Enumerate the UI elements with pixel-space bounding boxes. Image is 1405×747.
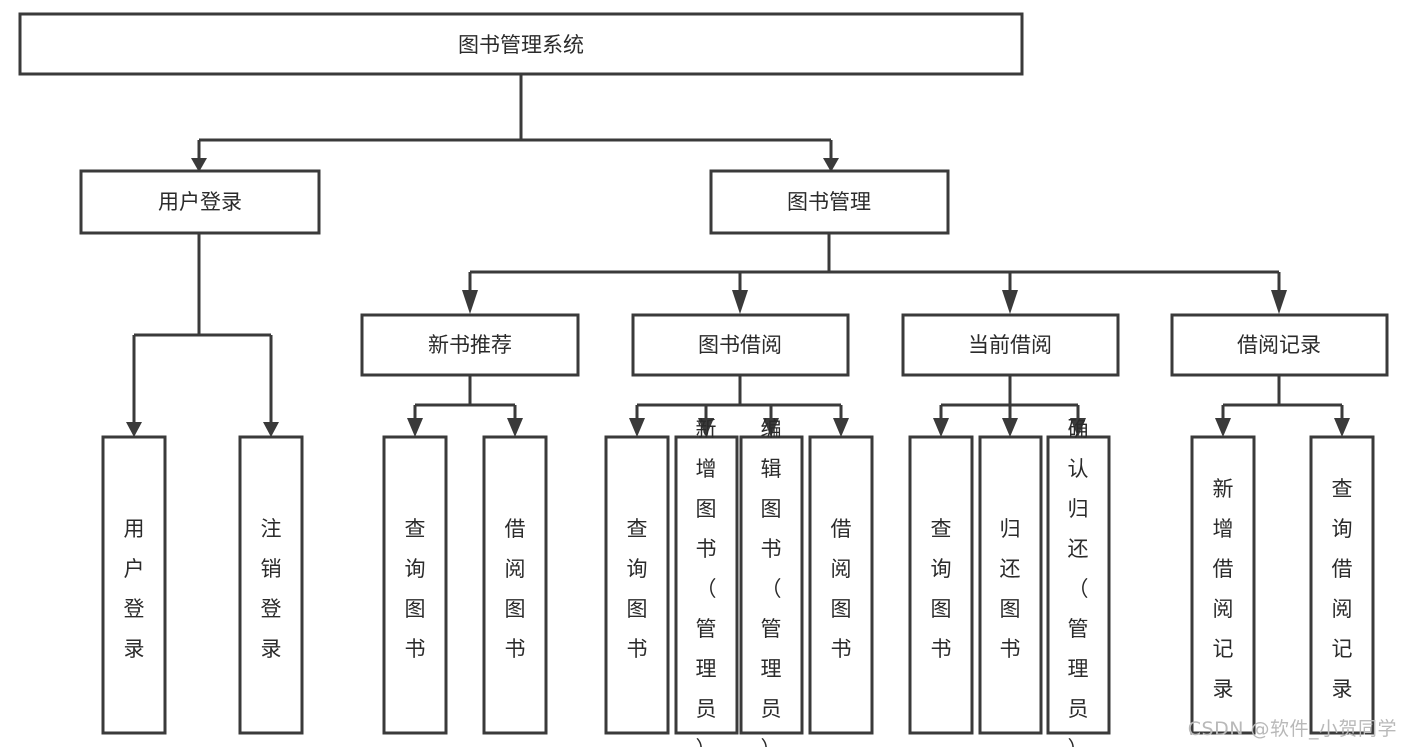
- node-leaf-confirm-return[interactable]: 确认归还（管理员）: [1046, 417, 1111, 747]
- node-leaf-return-book[interactable]: 归还图书: [978, 435, 1043, 735]
- arrow-head-current-borrow: [1002, 290, 1018, 314]
- arrow-head-book-manage: [823, 158, 839, 172]
- node-root-label: 图书管理系统: [458, 33, 584, 57]
- arrow-head-leaf-return-book: [1002, 418, 1018, 437]
- node-book-borrow-box[interactable]: [631, 313, 850, 377]
- node-leaf-confirm-return-box[interactable]: [1046, 435, 1111, 735]
- node-leaf-query-book-1-label: 查询图书: [405, 517, 426, 661]
- node-leaf-query-book-2[interactable]: 查询图书: [604, 435, 670, 735]
- node-leaf-query-book-1[interactable]: 查询图书: [382, 435, 448, 735]
- node-leaf-query-book-1-box[interactable]: [382, 435, 448, 735]
- arrow-head-new-book-rec: [462, 290, 478, 314]
- node-leaf-borrow-book-2[interactable]: 借阅图书: [808, 435, 874, 735]
- node-leaf-user-login[interactable]: 用户登录: [101, 435, 167, 735]
- arrow-head-leaf-query-book-2: [629, 418, 645, 437]
- node-leaf-borrow-book-2-label: 借阅图书: [831, 517, 852, 661]
- node-user-login-box[interactable]: [79, 169, 321, 235]
- node-leaf-return-book-box[interactable]: [978, 435, 1043, 735]
- node-book-borrow[interactable]: 图书借阅: [631, 313, 850, 377]
- connector-currentborrow-to-leaves: [939, 375, 1080, 420]
- node-borrow-record-box[interactable]: [1170, 313, 1389, 377]
- arrow-head-leaf-confirm-return: [1070, 418, 1086, 437]
- node-leaf-query-book-2-box[interactable]: [604, 435, 670, 735]
- arrow-head-leaf-borrow-book-1: [507, 418, 523, 437]
- node-leaf-confirm-return-label: 确认归还（管理员）: [1068, 417, 1089, 747]
- node-leaf-add-record-box[interactable]: [1190, 435, 1256, 735]
- node-leaf-borrow-book-2-box[interactable]: [808, 435, 874, 735]
- connector-bookborrow-to-leaves: [635, 375, 843, 420]
- node-leaf-return-book-label: 归还图书: [1000, 517, 1021, 661]
- arrow-head-leaf-query-record: [1334, 418, 1350, 437]
- arrow-head-borrow-record: [1271, 290, 1287, 314]
- arrow-head-leaf-edit-book: [763, 418, 779, 437]
- connector-newbookrec-to-leaves: [413, 375, 517, 420]
- node-leaf-add-book[interactable]: 新增图书（管理员）: [674, 417, 739, 747]
- arrow-head-leaf-borrow-book-2: [833, 418, 849, 437]
- connector-layer: [126, 74, 1350, 437]
- connector-userlogin-to-leaves: [132, 234, 273, 424]
- node-leaf-add-record-label: 新增借阅记录: [1213, 477, 1234, 701]
- node-new-book-rec[interactable]: 新书推荐: [360, 313, 580, 377]
- arrow-head-user-login: [191, 158, 207, 172]
- node-leaf-borrow-book-1[interactable]: 借阅图书: [482, 435, 548, 735]
- node-book-manage-label: 图书管理: [787, 190, 871, 214]
- arrow-head-leaf-user-login: [126, 422, 142, 437]
- node-root-box[interactable]: [18, 12, 1024, 76]
- node-leaf-query-record[interactable]: 查询借阅记录: [1309, 435, 1375, 735]
- arrow-head-leaf-add-book: [698, 418, 714, 437]
- node-user-login-label: 用户登录: [158, 190, 242, 214]
- node-current-borrow-box[interactable]: [901, 313, 1120, 377]
- node-leaf-query-book-3[interactable]: 查询图书: [908, 435, 974, 735]
- node-leaf-logout[interactable]: 注销登录: [238, 435, 304, 735]
- connector-root-to-level2: [197, 74, 833, 158]
- csdn-watermark: CSDN @软件_小贺同学: [1187, 718, 1397, 740]
- node-leaf-edit-book-box[interactable]: [739, 435, 804, 735]
- node-book-manage-box[interactable]: [709, 169, 950, 235]
- node-leaf-borrow-book-1-label: 借阅图书: [505, 517, 526, 661]
- node-root[interactable]: 图书管理系统: [18, 12, 1024, 76]
- node-leaf-query-book-3-label: 查询图书: [931, 517, 952, 661]
- arrow-head-leaf-query-book-1: [407, 418, 423, 437]
- node-current-borrow[interactable]: 当前借阅: [901, 313, 1120, 377]
- node-borrow-record-label: 借阅记录: [1237, 333, 1321, 357]
- arrow-head-leaf-add-record: [1215, 418, 1231, 437]
- node-leaf-logout-label: 注销登录: [261, 517, 282, 661]
- node-new-book-rec-box[interactable]: [360, 313, 580, 377]
- arrow-head-leaf-query-book-3: [933, 418, 949, 437]
- arrow-head-leaf-logout: [263, 422, 279, 437]
- node-leaf-logout-box[interactable]: [238, 435, 304, 735]
- arrow-head-book-borrow: [732, 290, 748, 314]
- node-current-borrow-label: 当前借阅: [968, 333, 1052, 357]
- node-borrow-record[interactable]: 借阅记录: [1170, 313, 1389, 377]
- node-user-login[interactable]: 用户登录: [79, 169, 321, 235]
- node-leaf-add-book-label: 新增图书（管理员）: [696, 417, 717, 747]
- node-leaf-edit-book[interactable]: 编辑图书（管理员）: [739, 417, 804, 747]
- node-leaf-query-record-box[interactable]: [1309, 435, 1375, 735]
- node-leaf-borrow-book-1-box[interactable]: [482, 435, 548, 735]
- node-book-manage[interactable]: 图书管理: [709, 169, 950, 235]
- node-book-borrow-label: 图书借阅: [698, 333, 782, 357]
- node-new-book-rec-label: 新书推荐: [428, 333, 512, 357]
- node-leaf-query-record-label: 查询借阅记录: [1332, 477, 1353, 701]
- connector-bookmanage-to-level3: [468, 233, 1281, 292]
- connector-borrowrecord-to-leaves: [1221, 375, 1344, 420]
- node-leaf-add-record[interactable]: 新增借阅记录: [1190, 435, 1256, 735]
- node-leaf-user-login-box[interactable]: [101, 435, 167, 735]
- node-leaf-add-book-box[interactable]: [674, 435, 739, 735]
- node-leaf-query-book-2-label: 查询图书: [627, 517, 648, 661]
- node-leaf-user-login-label: 用户登录: [124, 517, 145, 661]
- node-leaf-edit-book-label: 编辑图书（管理员）: [761, 417, 782, 747]
- node-leaf-query-book-3-box[interactable]: [908, 435, 974, 735]
